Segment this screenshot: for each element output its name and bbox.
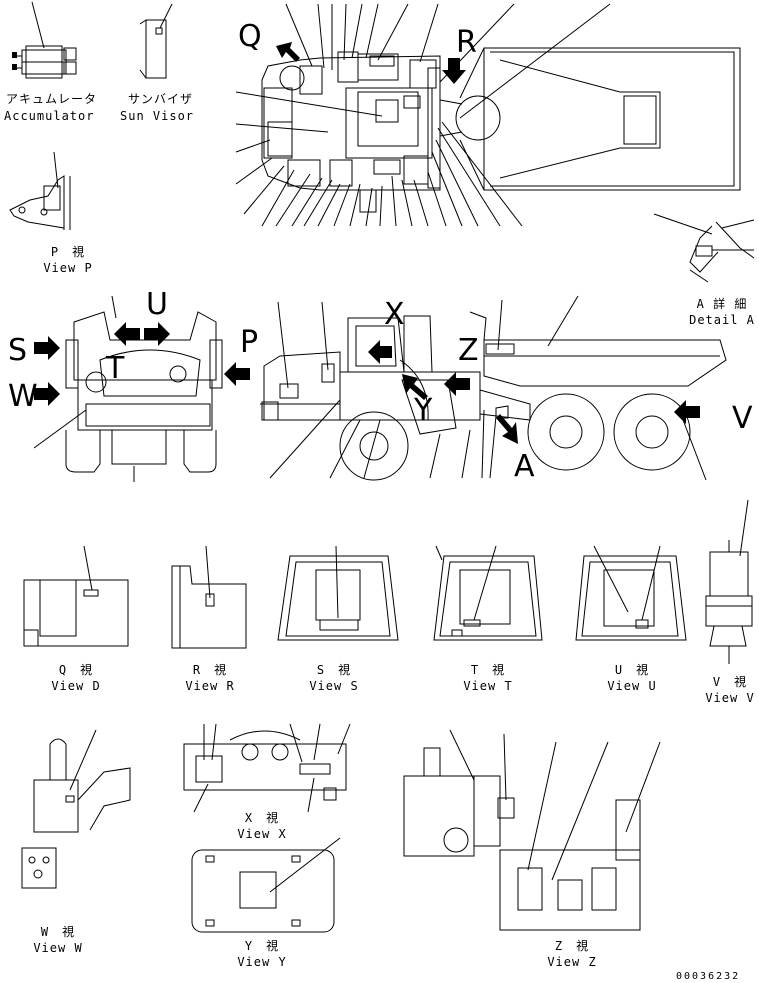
view-z-label-en: View Z: [547, 955, 597, 969]
view-z-drawing: [403, 729, 661, 931]
view-u-label-en: View U: [607, 679, 657, 693]
view-s-drawing: [277, 545, 399, 641]
view-v-label-en: View V: [705, 691, 755, 705]
view-u-drawing: [575, 545, 687, 641]
view-y-label-en: View Y: [237, 955, 287, 969]
view-letter-z: Z: [458, 333, 479, 368]
view-s-label-en: View S: [309, 679, 359, 693]
view-w-drawing: [21, 729, 131, 889]
view-z-label-jp: Z 視: [554, 939, 590, 953]
view-x-label-jp: X 視: [244, 811, 280, 825]
accumulator-label-jp: アキュムレータ: [6, 92, 98, 106]
top-view-drawing: [235, 3, 741, 227]
view-x-label-en: View X: [237, 827, 287, 841]
detail-a-label-jp: A 詳 細: [696, 297, 748, 311]
view-letter-a: A: [514, 449, 535, 484]
view-q-label-en: View D: [51, 679, 101, 693]
view-q-label-jp: Q 視: [58, 663, 94, 677]
view-s-label-jp: S 視: [316, 663, 352, 677]
side-view-drawing: [260, 295, 727, 481]
sunvisor-label-jp: サンバイザ: [128, 92, 194, 106]
sunvisor-label-en: Sun Visor: [120, 109, 195, 123]
view-letter-x: X: [384, 297, 405, 332]
view-r-label-jp: R 視: [192, 663, 228, 677]
view-letter-u: U: [146, 287, 168, 322]
view-letter-v: V: [732, 401, 753, 436]
view-letter-s: S: [8, 333, 28, 368]
view-letter-q: Q: [238, 19, 262, 54]
view-p-label-en: View P: [43, 261, 93, 275]
rear-view-drawing: [33, 295, 250, 482]
sun-visor-drawing: [139, 3, 173, 79]
view-t-label-jp: T 視: [470, 663, 506, 677]
view-p-label-jp: P 視: [50, 245, 86, 259]
view-t-label-en: View T: [463, 679, 513, 693]
view-p-drawing: [9, 151, 71, 230]
view-u-label-jp: U 視: [614, 663, 650, 677]
part-number: 00036232: [676, 971, 741, 982]
view-y-drawing: [191, 837, 341, 933]
view-y-label-jp: Y 視: [244, 939, 280, 953]
view-w-label-en: View W: [33, 941, 83, 955]
view-letter-t: T: [106, 351, 125, 386]
view-r-drawing: [171, 545, 247, 649]
view-r-label-en: View R: [185, 679, 235, 693]
view-letter-w: W: [8, 379, 38, 414]
view-v-drawing: [705, 499, 753, 664]
view-v-label-jp: V 視: [712, 675, 748, 689]
detail-a-label-en: Detail A: [689, 313, 755, 327]
view-w-label-jp: W 視: [40, 925, 76, 939]
detail-a-drawing: [653, 213, 755, 283]
view-letter-p: P: [240, 325, 259, 360]
accumulator-label-en: Accumulator: [4, 109, 95, 123]
view-q-drawing: [23, 545, 129, 647]
view-t-drawing: [433, 545, 543, 641]
view-letter-r: R: [456, 25, 477, 60]
view-letter-y: Y: [414, 393, 433, 428]
accumulator-drawing: [12, 1, 77, 79]
view-x-drawing: [183, 723, 351, 813]
